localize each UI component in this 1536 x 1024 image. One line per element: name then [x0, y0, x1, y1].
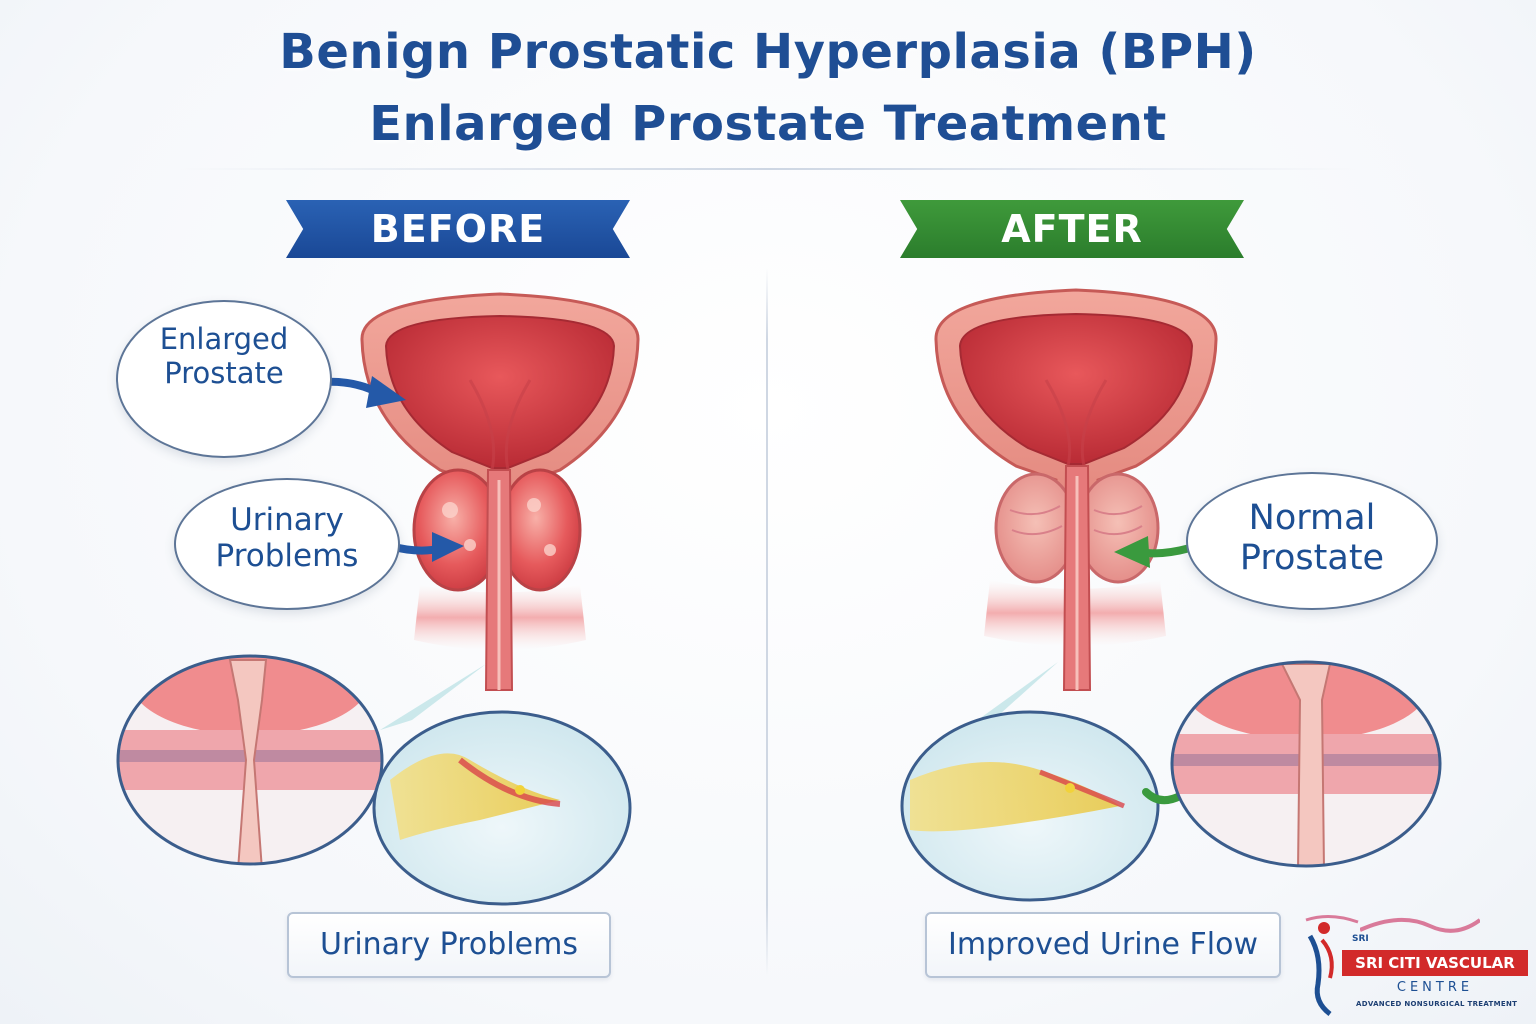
- logo-figure-icon: [1305, 915, 1359, 1016]
- before-urethra: [484, 469, 514, 691]
- logo-centre: CENTRE: [1396, 980, 1474, 995]
- logo-tagline: ADVANCED NONSURGICAL TREATMENT: [1356, 1000, 1518, 1008]
- bubble-normal-line-2: Prostate: [1239, 538, 1385, 578]
- page-title-line-1: Benign Prostatic Hyperplasia (BPH): [279, 24, 1257, 80]
- clinic-logo: SRI SRI CITI VASCULAR CENTRE ADVANCED NO…: [1300, 906, 1530, 1018]
- after-zoom-flow: [900, 710, 1160, 902]
- after-zoom-urethra: [1170, 660, 1442, 868]
- title-divider: [180, 168, 1356, 170]
- before-caption: Urinary Problems: [287, 912, 611, 978]
- before-bladder: [360, 292, 640, 502]
- before-zoom-flow: [372, 710, 632, 906]
- logo-swoosh-icon: [1360, 917, 1480, 933]
- bubble-enlarged-line-1: Enlarged: [159, 322, 289, 356]
- bubble-urinary-line-1: Urinary: [230, 502, 344, 538]
- bubble-enlarged-line-2: Prostate: [164, 356, 284, 390]
- before-banner: BEFORE: [286, 200, 630, 258]
- bubble-urinary-line-2: Problems: [215, 538, 359, 574]
- enlarged-prostate-bubble: Enlarged Prostate: [116, 300, 332, 458]
- bubble-normal-line-1: Normal: [1248, 498, 1376, 538]
- urinary-problems-bubble: Urinary Problems: [174, 478, 400, 610]
- center-divider: [766, 268, 768, 976]
- before-zoom-urethra: [116, 654, 384, 866]
- before-zoom-connector: [380, 664, 486, 730]
- after-arrow-to-prostate: [1114, 536, 1194, 568]
- after-banner: AFTER: [900, 200, 1244, 258]
- normal-prostate-bubble: Normal Prostate: [1186, 472, 1438, 610]
- after-bladder: [934, 288, 1218, 498]
- logo-name: SRI CITI VASCULAR: [1342, 950, 1528, 976]
- after-urethra: [1062, 465, 1092, 691]
- logo-sri-text: SRI: [1352, 934, 1369, 944]
- page-title-line-2: Enlarged Prostate Treatment: [369, 96, 1167, 152]
- after-caption: Improved Urine Flow: [925, 912, 1281, 978]
